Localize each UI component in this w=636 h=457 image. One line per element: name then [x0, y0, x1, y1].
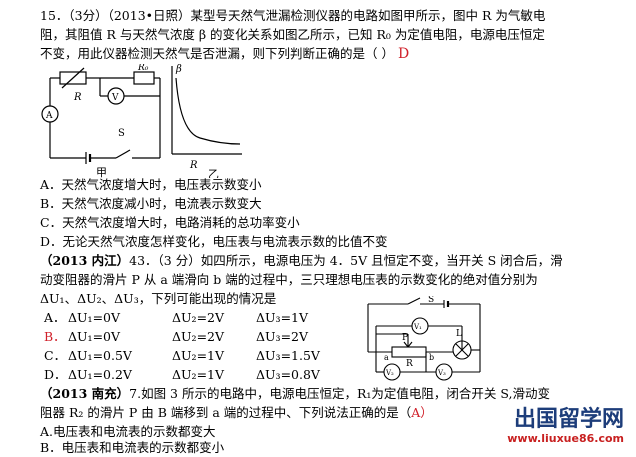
graph-figure-yi: β R 乙: [171, 64, 242, 178]
fig-q43-label-p: P: [402, 333, 408, 343]
fig-q43-label-r: R: [406, 359, 413, 369]
fig-q43-label-a: a: [384, 353, 389, 362]
fig-yi-label-x: R: [189, 160, 198, 171]
q43-options: A． ΔU₁=0V ΔU₂=2V ΔU₃=1V B． ΔU₁=0V ΔU₂=2V…: [44, 308, 344, 384]
fig-q43-label-v2: V₂: [385, 369, 394, 377]
circuit-figure-q43: S V₁ V₂ V₃ P R L a b: [367, 296, 481, 381]
q7-answer: A: [411, 405, 421, 420]
q43-option-a: A． ΔU₁=0V ΔU₂=2V ΔU₃=1V: [44, 308, 344, 327]
fig-jia-label-r0: R₀: [137, 64, 149, 73]
fig-q43-label-l: L: [456, 329, 462, 339]
fig-q43-label-b: b: [429, 353, 434, 362]
q43-option-letter: B．: [44, 329, 66, 344]
q43-option-letter: C．: [44, 348, 67, 363]
q43-line1: （2013 内江）43．（3 分）如四所示，电源电压为 4．5V 且恒定不变，当…: [40, 251, 563, 270]
q43-option-u2: ΔU₂=2V: [172, 310, 225, 325]
q43-line2: 动变阻器的滑片 P 从 a 端滑向 b 端的过程中，三只理想电压表的示数变化的绝…: [40, 272, 538, 287]
q43-option-b: B． ΔU₁=0V ΔU₂=2V ΔU₃=2V: [44, 327, 344, 346]
fig-q43-label-v1: V₁: [413, 323, 422, 331]
q7-option-a: A.电压表和电流表的示数都变大: [40, 424, 216, 439]
q43-option-u1: ΔU₁=0V: [68, 310, 121, 325]
q15-option-a: A．天然气浓度增大时，电压表示数变小: [40, 177, 262, 192]
q15-answer: D: [397, 46, 410, 62]
q15-option-d: D．无论天然气浓度怎样变化，电压表与电流表示数的比值不变: [40, 234, 388, 249]
q15-option-c: C．天然气浓度增大时，电路消耗的总功率变小: [40, 215, 300, 230]
fig-yi-caption: 乙: [208, 168, 219, 178]
q43-option-u3: ΔU₃=0.8V: [256, 367, 320, 382]
fig-q43-label-s: S: [428, 296, 434, 305]
q7-source: （2013 南充）: [40, 386, 130, 401]
q43-option-letter: A．: [44, 310, 66, 325]
fig-jia-label-a: A: [45, 111, 53, 121]
q43-source: （2013 内江）: [40, 253, 130, 268]
fig-yi-label-y: β: [175, 64, 182, 75]
q43-option-u2: ΔU₂=1V: [172, 348, 225, 363]
q15-line3-text: 不变，用此仪器检测天然气是否泄漏，则下列判断正确的是（ ）: [40, 46, 394, 61]
q43-option-u3: ΔU₃=1V: [256, 310, 309, 325]
q43-line1-text: 43．（3 分）如四所示，电源电压为 4．5V 且恒定不变，当开关 S 闭合后，…: [129, 253, 563, 268]
fixed-resistor-r0: [133, 71, 155, 85]
q15-line2: 阻，其阻值 R 与天然气浓度 β 的变化关系如图乙所示，已知 R₀ 为定值电阻，…: [40, 27, 545, 42]
q7-line1: （2013 南充）7.如图 3 所示的电路中，电源电压恒定，R₁为定值电阻，闭合…: [40, 384, 550, 403]
q43-line3: ΔU₁、ΔU₂、ΔU₃，下列可能出现的情况是: [40, 291, 277, 306]
fig-jia-label-s: S: [118, 128, 125, 139]
q43-option-u3: ΔU₃=2V: [256, 329, 309, 344]
q43-option-c: C． ΔU₁=0.5V ΔU₂=1V ΔU₃=1.5V: [44, 346, 344, 365]
rheostat-symbol: [391, 346, 427, 358]
q15-line3: 不变，用此仪器检测天然气是否泄漏，则下列判断正确的是（ ） D: [40, 44, 409, 64]
q43-option-u2: ΔU₂=1V: [172, 367, 225, 382]
q7-line2-text: 阻器 R₂ 的滑片 P 由 B 端移到 a 端的过程中、下列说法正确的是（: [40, 405, 412, 420]
fig-jia-caption: 甲: [96, 166, 107, 178]
q43-option-u2: ΔU₂=2V: [172, 329, 225, 344]
q43-option-u1: ΔU₁=0V: [68, 329, 121, 344]
q43-option-d: D． ΔU₁=0.2V ΔU₂=1V ΔU₃=0.8V: [44, 365, 344, 384]
q7-line2-end: ）: [420, 405, 433, 420]
q43-option-letter: D．: [44, 367, 67, 382]
q43-option-u3: ΔU₃=1.5V: [256, 348, 320, 363]
q43-option-u1: ΔU₁=0.2V: [68, 367, 132, 382]
q7-line1-text: 7.如图 3 所示的电路中，电源电压恒定，R₁为定值电阻，闭合开关 S,滑动变: [129, 386, 550, 401]
q7-option-b: B．电压表和电流表的示数都变小: [40, 440, 225, 455]
fig-jia-label-r: R: [73, 92, 82, 103]
watermark-cn: 出国留学网: [513, 407, 624, 432]
q15-option-b: B．天然气浓度减小时，电流表示数变大: [40, 196, 262, 211]
site-watermark: 出国留学网 www.liuxue86.com: [507, 407, 624, 446]
watermark-url: www.liuxue86.com: [507, 432, 624, 445]
q15-line1: 15．（3分）（2013•日照）某型号天然气泄漏检测仪器的电路如图甲所示，图中 …: [40, 8, 546, 23]
circuit-figure-jia: R R₀ V A S 甲: [41, 64, 161, 178]
q7-line2: 阻器 R₂ 的滑片 P 由 B 端移到 a 端的过程中、下列说法正确的是（A）: [40, 403, 433, 422]
ammeter-symbol: [41, 105, 59, 123]
beta-r-curve: [175, 77, 241, 145]
fig-jia-label-v: V: [111, 93, 119, 103]
q43-option-u1: ΔU₁=0.5V: [68, 348, 132, 363]
fig-q43-label-v3: V₃: [437, 369, 446, 377]
